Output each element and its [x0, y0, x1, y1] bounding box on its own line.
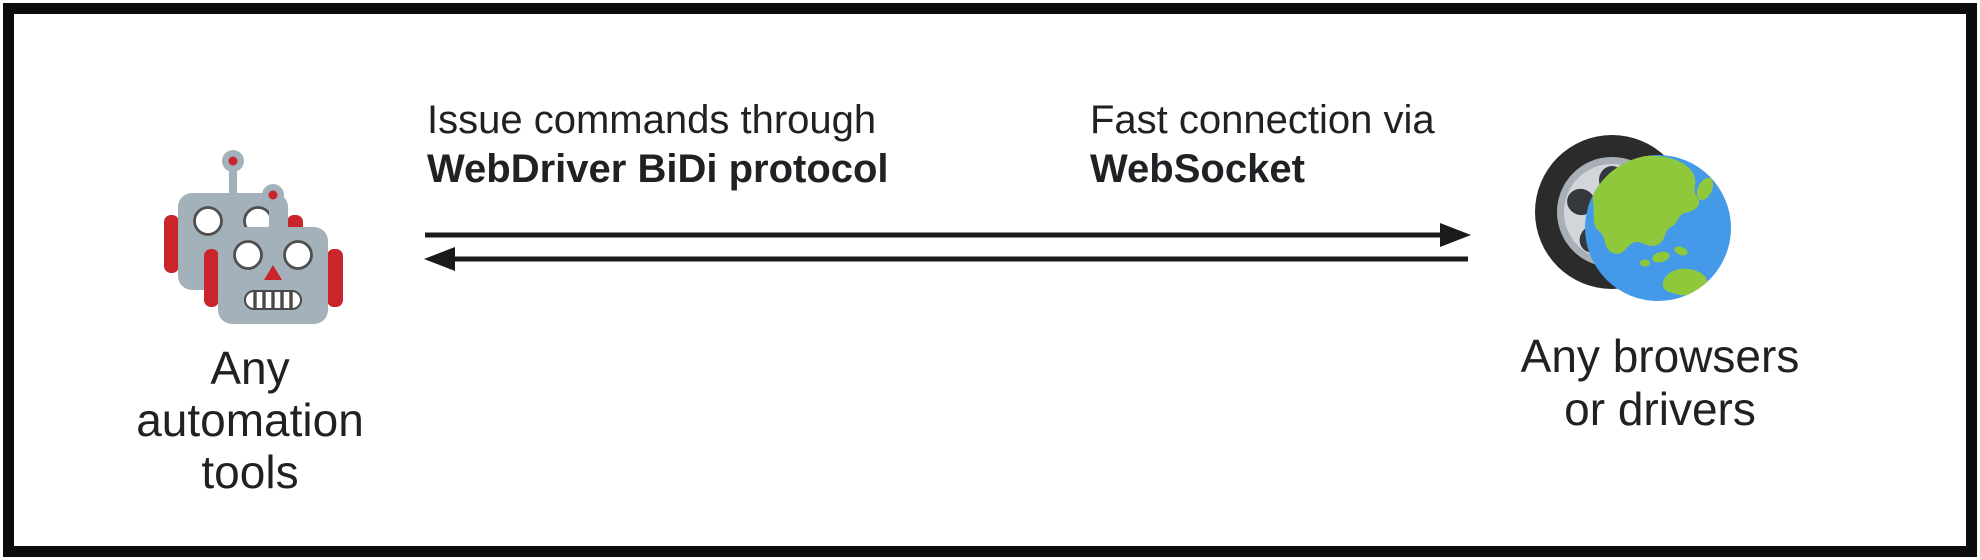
- right-node-label-line: or drivers: [1564, 383, 1756, 435]
- bottom-arrow-label: Fast connection via WebSocket: [1090, 96, 1435, 194]
- bottom-arrow-label-normal: Fast connection via: [1090, 98, 1435, 142]
- left-node-label-line: Any: [210, 342, 290, 394]
- top-arrow-label-bold: WebDriver BiDi protocol: [427, 147, 889, 191]
- top-arrow-label: Issue commands through WebDriver BiDi pr…: [427, 96, 889, 194]
- right-node-label-line: Any browsers: [1520, 330, 1800, 382]
- arrow-left-icon: [424, 247, 1468, 271]
- left-node-label: Any automation tools: [70, 342, 430, 498]
- globe-icon: [1585, 155, 1731, 301]
- right-node-label: Any browsers or drivers: [1460, 330, 1860, 436]
- arrow-right-icon: [425, 223, 1471, 247]
- left-node-label-line: tools: [201, 446, 299, 498]
- top-arrow-label-normal: Issue commands through: [427, 98, 877, 142]
- bottom-arrow-label-bold: WebSocket: [1090, 147, 1305, 191]
- left-node-label-line: automation: [136, 394, 364, 446]
- robots-icon: [162, 148, 345, 326]
- wheel-globe-icon: [1535, 135, 1731, 301]
- bidirectional-arrows-icon: [424, 223, 1471, 271]
